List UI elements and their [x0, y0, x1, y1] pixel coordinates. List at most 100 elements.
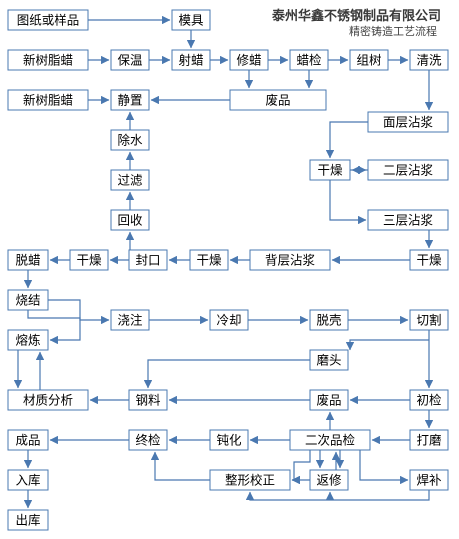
step-box — [7, 89, 89, 111]
step-assemble: 组树 — [349, 49, 389, 71]
step-label: 废品 — [316, 393, 341, 408]
step-box — [69, 249, 109, 271]
flowchart-subtitle: 精密铸造工艺流程 — [349, 24, 437, 38]
step-label: 脱壳 — [316, 313, 341, 328]
step-coat-3: 三层沾浆 — [367, 209, 449, 231]
step-box — [171, 49, 211, 71]
step-label: 保温 — [117, 53, 143, 68]
step-label: 射蜡 — [178, 53, 203, 68]
step-weld-repair: 焊补 — [409, 469, 449, 491]
step-box — [409, 49, 449, 71]
step-clean: 清洗 — [409, 49, 449, 71]
step-box — [110, 209, 150, 231]
step-grind-head: 磨头 — [309, 349, 349, 371]
step-steel: 钢料 — [128, 389, 168, 411]
step-coat-2: 二层沾浆 — [367, 159, 449, 181]
step-box — [367, 159, 449, 181]
step-label: 新树脂蜡 — [23, 93, 73, 108]
step-label: 废品 — [265, 93, 290, 108]
step-dry-3: 干燥 — [189, 249, 229, 271]
flow-connectors — [13, 15, 434, 509]
step-box — [409, 249, 449, 271]
step-cool: 冷却 — [209, 309, 249, 331]
step-box — [7, 49, 89, 71]
step-box — [309, 349, 349, 371]
step-label: 烧结 — [15, 293, 40, 308]
step-box — [209, 309, 249, 331]
step-box — [309, 389, 349, 411]
step-label: 回收 — [117, 213, 143, 228]
step-scrap-wax: 废品 — [229, 89, 327, 111]
step-deshell: 脱壳 — [309, 309, 349, 331]
step-label: 过滤 — [117, 173, 143, 188]
step-new-wax-1: 新树脂蜡 — [7, 49, 89, 71]
step-dry-4: 干燥 — [69, 249, 109, 271]
step-final-inspect: 终检 — [128, 429, 168, 451]
flow-arrow — [359, 450, 409, 485]
step-label: 钝化 — [216, 433, 242, 448]
step-box — [128, 389, 168, 411]
flow-arrow — [329, 180, 367, 225]
step-label: 二层沾浆 — [383, 163, 434, 178]
step-second-inspect: 二次品检 — [289, 429, 371, 451]
step-box — [309, 159, 351, 181]
step-label: 干燥 — [76, 253, 102, 268]
step-label: 冷却 — [216, 313, 241, 328]
step-new-wax-2: 新树脂蜡 — [7, 89, 89, 111]
step-dewater: 除水 — [110, 129, 150, 151]
step-box — [229, 49, 269, 71]
step-box — [110, 169, 150, 191]
step-label: 新树脂蜡 — [23, 53, 73, 68]
step-label: 熔炼 — [15, 333, 40, 348]
step-label: 面层沾浆 — [383, 115, 434, 130]
flow-arrow — [245, 490, 430, 501]
step-label: 干燥 — [416, 253, 442, 268]
step-box — [289, 49, 329, 71]
step-box — [110, 309, 150, 331]
step-box — [110, 129, 150, 151]
step-box — [209, 429, 249, 451]
step-filter: 过滤 — [110, 169, 150, 191]
step-smelt: 熔炼 — [7, 329, 49, 351]
step-label: 封口 — [135, 253, 160, 268]
step-box — [7, 9, 89, 31]
step-box — [349, 49, 389, 71]
step-box — [249, 249, 331, 271]
step-label: 成品 — [15, 433, 40, 448]
step-trim-wax: 修蜡 — [229, 49, 269, 71]
step-inject-wax: 射蜡 — [171, 49, 211, 71]
step-label: 材质分析 — [23, 393, 73, 408]
step-label: 焊补 — [416, 473, 442, 488]
step-box — [7, 429, 49, 451]
step-label: 整形校正 — [225, 473, 275, 488]
step-label: 入库 — [15, 473, 40, 488]
step-box — [171, 9, 211, 31]
step-keep-warm: 保温 — [110, 49, 150, 71]
flow-arrow — [150, 451, 210, 481]
step-box — [128, 429, 168, 451]
step-shape-correct: 整形校正 — [209, 469, 291, 491]
process-steps: 图纸或样品模具新树脂蜡保温射蜡修蜡蜡检组树清洗新树脂蜡静置废品面层沾浆除水干燥二… — [7, 9, 449, 531]
step-label: 初检 — [416, 393, 442, 408]
step-storage-out: 出库 — [7, 509, 49, 531]
step-label: 二次品检 — [305, 433, 356, 448]
flow-arrow — [143, 359, 310, 389]
flow-arrow — [345, 339, 429, 351]
step-box — [189, 249, 229, 271]
step-seal: 封口 — [128, 249, 168, 271]
flow-arrow — [325, 121, 368, 159]
step-box — [367, 111, 449, 133]
step-dry-1: 干燥 — [309, 159, 351, 181]
step-polish: 打磨 — [409, 429, 449, 451]
step-box — [409, 389, 449, 411]
step-box — [7, 249, 49, 271]
step-label: 磨头 — [316, 353, 341, 368]
step-wax-inspect: 蜡检 — [289, 49, 329, 71]
step-label: 出库 — [15, 513, 40, 528]
step-label: 图纸或样品 — [17, 13, 80, 28]
step-storage-in: 入库 — [7, 469, 49, 491]
step-box — [309, 469, 349, 491]
step-box — [110, 89, 150, 111]
step-mold: 模具 — [171, 9, 211, 31]
